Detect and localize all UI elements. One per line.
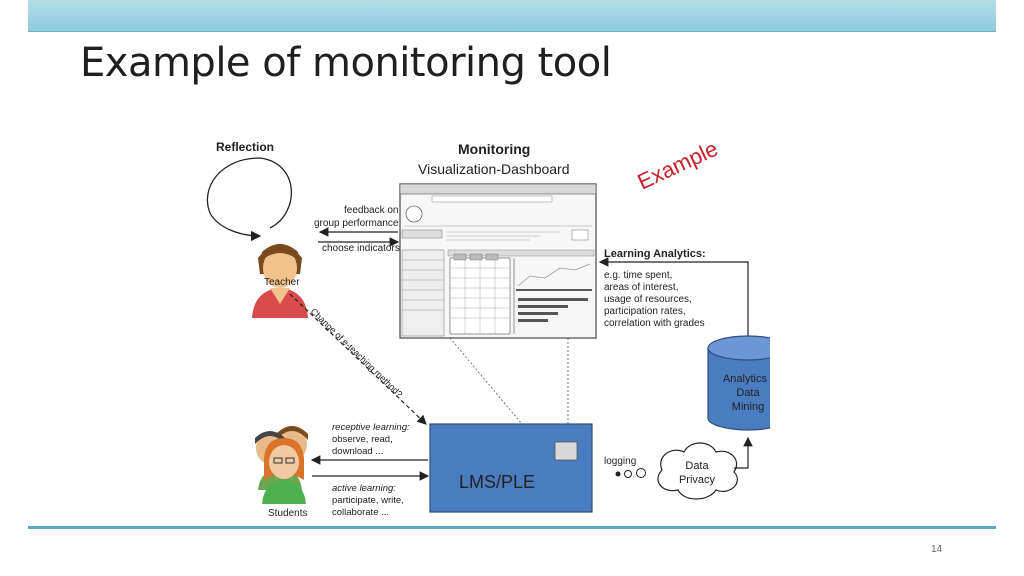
dashboard-mockup: [399, 183, 597, 339]
teacher-figure: [252, 244, 308, 318]
change-method-label: Change of e-teaching method?: [309, 306, 405, 399]
change-method-arrow: [289, 293, 427, 425]
receptive-line2: download ...: [332, 446, 383, 457]
analytics-label-line3: Mining: [732, 401, 764, 413]
logging-label: logging: [604, 456, 636, 467]
top-header-band: [28, 0, 996, 32]
learning-analytics-item: correlation with grades: [604, 318, 705, 329]
lms-box: [429, 423, 593, 513]
data-privacy-line2: Privacy: [679, 474, 716, 486]
analytics-label-line1: Analytics /: [723, 373, 770, 385]
data-privacy-line1: Data: [685, 460, 709, 472]
learning-analytics-item: usage of resources,: [604, 294, 692, 305]
analytics-to-dashboard-arrow: [598, 257, 749, 336]
feedback-label-line1: feedback on: [344, 205, 399, 216]
analytics-label-line2: Data: [736, 387, 760, 399]
page-number: 14: [931, 544, 943, 555]
slide-title: Example of monitoring tool: [80, 40, 612, 86]
learning-analytics-item: areas of interest,: [604, 282, 678, 293]
privacy-to-analytics-arrow: [734, 436, 753, 469]
lms-label: LMS/PLE: [459, 472, 535, 492]
lms-monitor-icon: [554, 441, 578, 461]
logging-dot: [615, 471, 621, 477]
logging-dot: [624, 470, 632, 478]
receptive-line1: observe, read,: [332, 434, 393, 445]
analytics-database: [707, 335, 770, 431]
monitoring-diagram: Reflection Teacher Monitoring Visualizat…: [206, 136, 770, 519]
receptive-title: receptive learning:: [332, 422, 410, 433]
dashboard-label: Visualization-Dashboard: [418, 161, 570, 177]
reflection-label: Reflection: [216, 140, 274, 154]
active-line2: collaborate ...: [332, 507, 389, 518]
feedback-label-line2: group performance: [314, 218, 399, 229]
example-stamp: Example: [634, 136, 722, 195]
monitoring-label: Monitoring: [458, 141, 530, 157]
students-label: Students: [268, 508, 307, 519]
active-line1: participate, write,: [332, 495, 404, 506]
learning-analytics-item: e.g. time spent,: [604, 270, 672, 281]
logging-dot: [636, 468, 646, 478]
projection-line-left: [449, 337, 523, 425]
learning-analytics-item: participation rates,: [604, 306, 686, 317]
learning-analytics-title: Learning Analytics:: [604, 248, 706, 260]
reflection-loop-arrow: [206, 157, 292, 242]
data-privacy-cloud: [657, 442, 738, 500]
choose-indicators-label: choose indicators: [322, 243, 400, 254]
teacher-label: Teacher: [264, 277, 300, 288]
students-figure: [255, 426, 308, 504]
active-title: active learning:: [332, 483, 396, 494]
bottom-rule: [28, 526, 996, 529]
